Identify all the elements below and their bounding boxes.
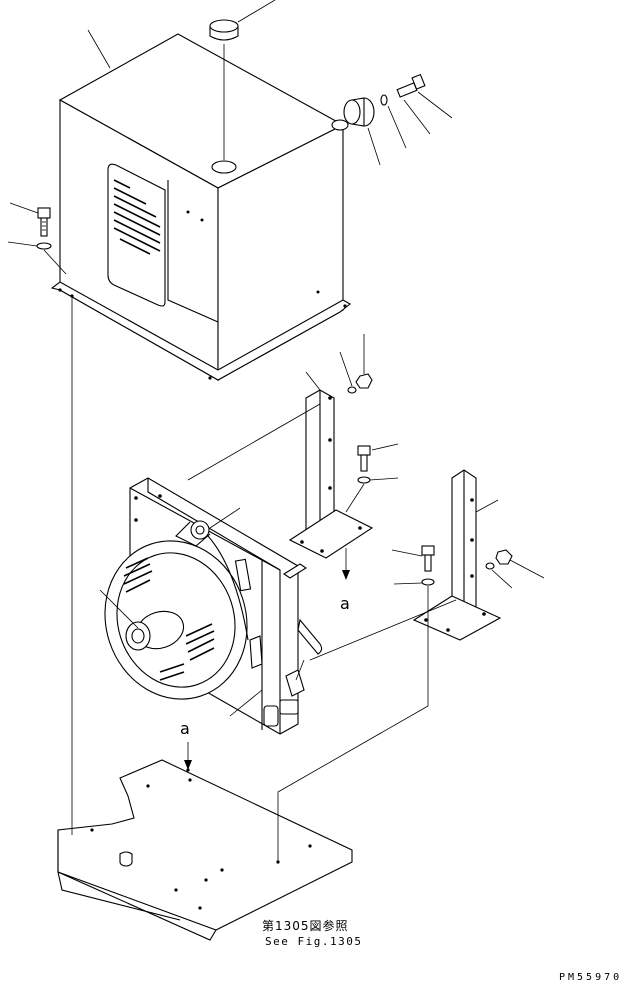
fan-shroud (99, 540, 248, 700)
reference-note-japanese: 第1305図参照 (262, 919, 349, 933)
guide-line-right (277, 705, 429, 862)
view-arrow-left (184, 742, 192, 770)
center-bracket-bolt (345, 443, 399, 513)
cover-bolt-left (7, 202, 67, 275)
fan-grille (123, 557, 215, 681)
base-plate (57, 759, 353, 941)
view-label-a-center: a (340, 594, 350, 613)
view-label-a-left: a (180, 719, 190, 738)
cover-mount-cushion (343, 73, 453, 166)
view-arrow-center (342, 548, 350, 580)
center-bracket (187, 371, 374, 559)
right-bracket-nut (485, 549, 545, 589)
radiator-cap (209, 0, 276, 160)
part-code: PM55970 (559, 972, 623, 983)
cover-grille (113, 179, 161, 255)
radiator-cover (50, 33, 351, 381)
right-bracket-bolt (391, 545, 435, 706)
reference-note-english: See Fig.1305 (265, 935, 363, 948)
hose-bracket (175, 507, 263, 717)
center-bracket-nut (339, 334, 373, 394)
cover-leader (87, 29, 111, 69)
right-bracket (309, 469, 502, 661)
